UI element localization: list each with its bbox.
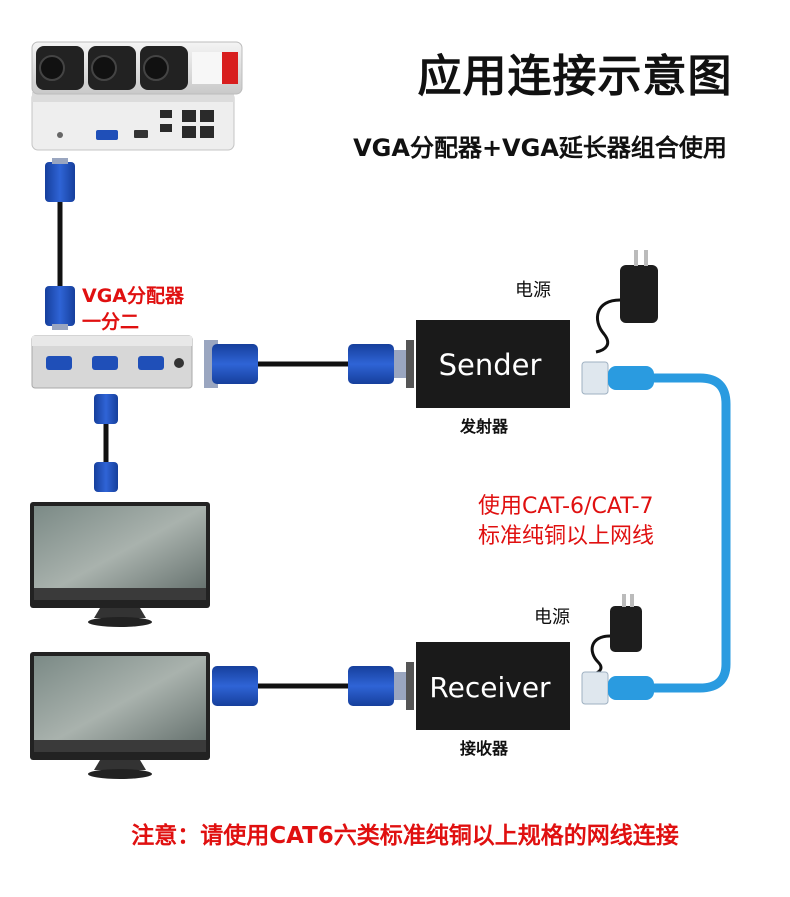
- nvr-device: [31, 91, 235, 151]
- monitor-1: [30, 502, 210, 627]
- nvr-hdmi-port: [134, 130, 148, 138]
- sender-box: Sender: [406, 320, 570, 408]
- nvr-usb-port: [160, 110, 172, 118]
- receiver-caption: 接收器: [460, 739, 509, 758]
- vga-cable-splitter-monitor: [94, 394, 118, 492]
- camera-group: [31, 41, 243, 95]
- receiver-box-label: Receiver: [429, 671, 551, 704]
- receiver-box: Receiver: [406, 642, 570, 730]
- cable-note: 使用CAT-6/CAT-7 标准纯铜以上网线: [478, 492, 654, 552]
- vga-splitter: [31, 335, 193, 389]
- splitter-label-line1: VGA分配器: [82, 285, 185, 307]
- splitter-label: VGA分配器 一分二: [82, 283, 184, 335]
- splitter-label-line2: 一分二: [82, 311, 140, 333]
- power-adapter-bottom-icon: [590, 594, 642, 676]
- vga-cable-splitter-sender: [204, 340, 406, 388]
- cable-note-line1: 使用CAT-6/CAT-7: [478, 494, 654, 519]
- sender-power-label: 电源: [515, 280, 551, 301]
- power-adapter-top-icon: [595, 250, 658, 354]
- nvr-vga-port: [96, 130, 118, 140]
- page-subtitle: VGA分配器+VGA延长器组合使用: [353, 134, 727, 162]
- network-cable: [581, 361, 731, 705]
- sender-box-label: Sender: [439, 348, 542, 382]
- page-title: 应用连接示意图: [417, 51, 733, 102]
- monitor-2: [30, 652, 210, 779]
- vga-cable-nvr-splitter: [45, 158, 75, 330]
- receiver-power-label: 电源: [534, 607, 570, 628]
- cable-note-line2: 标准纯铜以上网线: [478, 524, 655, 549]
- vga-cable-receiver-monitor: [212, 666, 406, 706]
- sender-caption: 发射器: [460, 417, 509, 436]
- footer-note: 注意：请使用CAT6六类标准纯铜以上规格的网线连接: [131, 823, 679, 849]
